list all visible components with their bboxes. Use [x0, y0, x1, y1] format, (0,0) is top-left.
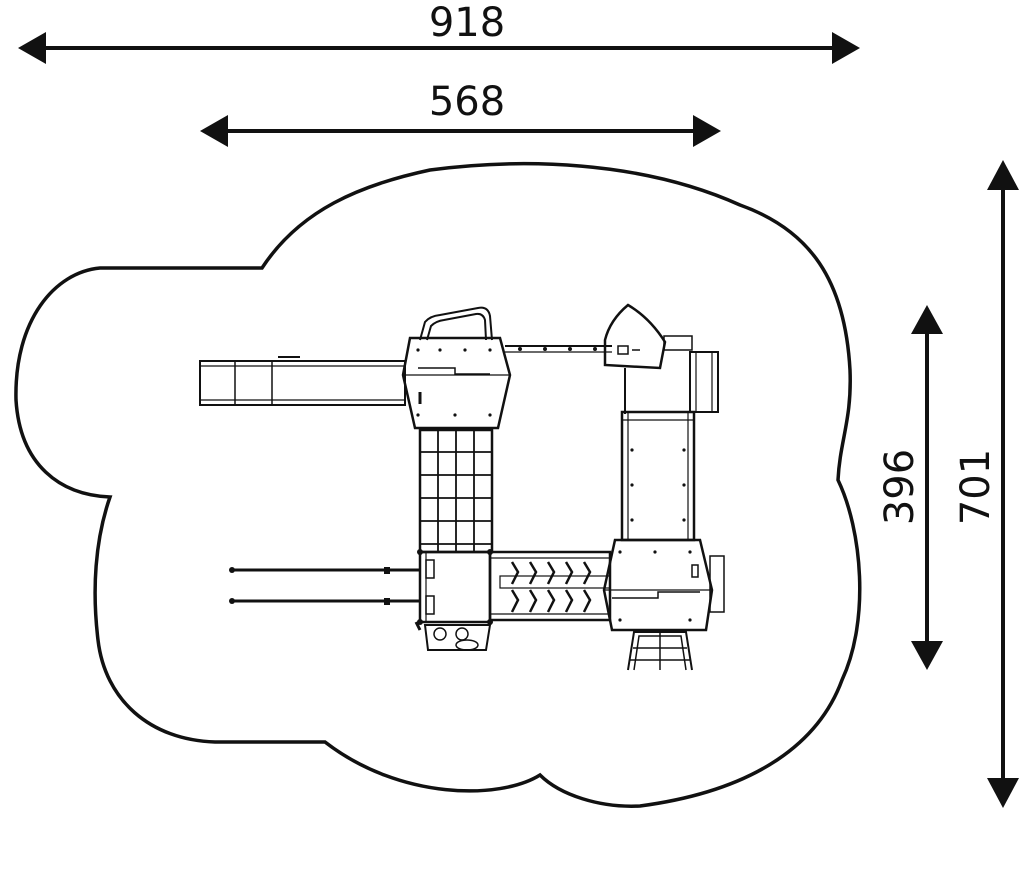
dimension-overall-width: 918 [18, 0, 860, 64]
dimension-structure-width: 568 [200, 79, 721, 147]
dimension-overall-depth: 701 [953, 160, 1019, 808]
ladder [627, 631, 693, 671]
lower-left-deck [417, 549, 493, 625]
structure-depth-label: 396 [877, 449, 923, 525]
play-panel [414, 621, 492, 651]
slide [199, 356, 406, 406]
arrowhead-top [987, 160, 1019, 190]
arrowhead-top [911, 305, 943, 334]
slide-chute [199, 360, 406, 406]
overall-depth-label: 701 [953, 449, 999, 525]
dimension-structure-depth: 396 [877, 305, 943, 670]
horizontal-bars [229, 567, 420, 605]
structure-width-label: 568 [429, 79, 505, 125]
right-vertical-deck [620, 410, 696, 542]
overall-width-label: 918 [429, 0, 505, 46]
left-tower-roof [401, 306, 512, 430]
arrowhead-bottom [911, 641, 943, 670]
arrowhead-right [693, 115, 721, 147]
rope-bridge-bottom [488, 550, 612, 622]
arrowhead-left [200, 115, 228, 147]
right-tower-roof [603, 303, 693, 414]
right-bottom-roof [602, 538, 725, 632]
right-side-panel [689, 351, 719, 413]
arrowhead-bottom [987, 778, 1019, 808]
arrowhead-right [832, 32, 860, 64]
climbing-net [418, 428, 494, 554]
rope-bridge-top [505, 345, 612, 353]
arrowhead-left [18, 32, 46, 64]
safety-area-outline [14, 161, 862, 808]
